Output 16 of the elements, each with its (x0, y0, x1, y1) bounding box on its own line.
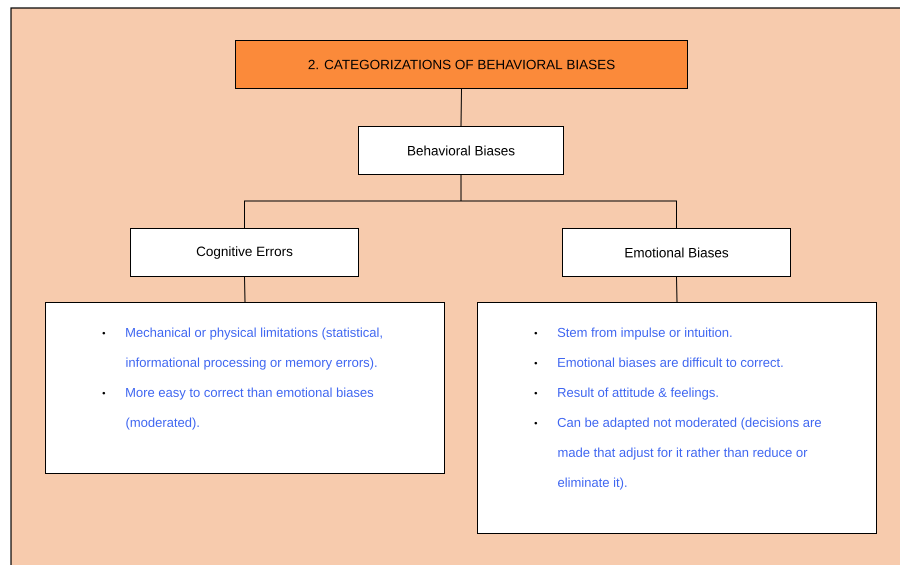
connector-line (460, 174, 677, 228)
bullet-text: Mechanical or physical limitations (statistical, informational processing or memory errors). (126, 328, 382, 370)
bullet-text: Emotional biases are difficult to correct. (558, 358, 783, 368)
connector-line (676, 276, 678, 302)
category-box: Cognitive Errors (130, 228, 359, 277)
bullet-text: Result of attitude & feelings. (558, 388, 718, 400)
category-box: Behavioral Biases (358, 126, 564, 175)
bullet-text: More easy to correct than emotional biases (moderated). (126, 388, 374, 430)
connector-line (244, 276, 246, 302)
heading-box: 2. CATEGORIZATIONS OF BEHAVIORAL BIASES (235, 40, 688, 89)
category-box: Emotional Biases (562, 228, 791, 277)
connector-line (460, 88, 462, 126)
list-box (45, 302, 445, 474)
bullet-text: Stem from impulse or intuition. (558, 328, 732, 340)
bullet-text: Can be adapted not moderated (decisions are made that adjust for it rather than reduce or eliminate it). (558, 418, 821, 490)
list-box (477, 302, 877, 534)
